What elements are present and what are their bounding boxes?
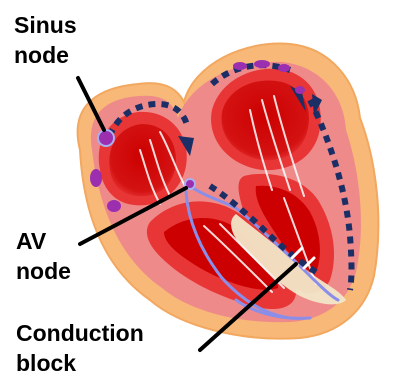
- bachmann-marker: [295, 86, 305, 94]
- sinus-node-label-line1: Sinus: [14, 10, 77, 40]
- sinus-node-marker: [98, 130, 114, 146]
- conduction-block-label-line1: Conduction: [16, 318, 144, 348]
- bachmann-marker: [278, 64, 290, 72]
- atrial-node-marker: [90, 169, 102, 187]
- atrial-node-marker: [107, 200, 121, 212]
- conduction-block-label: Conduction block: [16, 318, 144, 378]
- av-node-label-line1: AV: [16, 226, 71, 256]
- sinus-node-label-line2: node: [14, 40, 77, 70]
- conduction-block-label-line2: block: [16, 348, 144, 378]
- av-node-label-line2: node: [16, 256, 71, 286]
- sinus-node-label: Sinus node: [14, 10, 77, 70]
- bachmann-marker: [233, 62, 247, 70]
- av-node-label: AV node: [16, 226, 71, 286]
- bachmann-marker: [254, 60, 270, 68]
